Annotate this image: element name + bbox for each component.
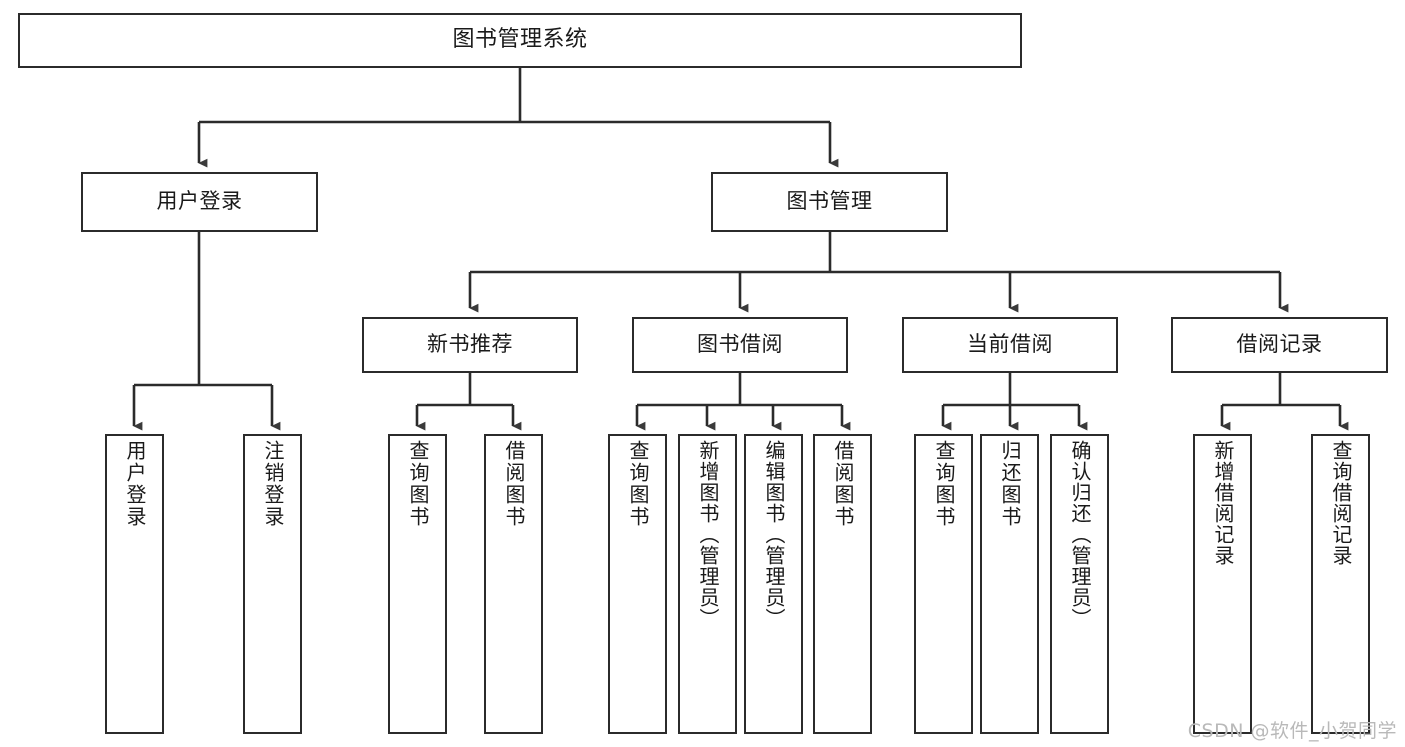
leaf-add-record[interactable]: 新增借阅记录 [1193,434,1252,734]
leaf-borrow-book-1-label: 借阅图书 [502,440,526,528]
node-root-system[interactable]: 图书管理系统 [18,13,1022,68]
leaf-return-book-label: 归还图书 [998,440,1022,528]
leaf-query-book-2-label: 查询图书 [626,440,650,528]
leaf-borrow-book-2[interactable]: 借阅图书 [813,434,872,734]
leaf-user-login-label: 用户登录 [123,440,147,528]
csdn-watermark: CSDN @软件_小贺同学 [1187,720,1397,742]
leaf-edit-book[interactable]: 编辑图书（管理员） [744,434,803,734]
leaf-logout[interactable]: 注销登录 [243,434,302,734]
leaf-confirm-return[interactable]: 确认归还（管理员） [1050,434,1109,734]
leaf-query-book-1-label: 查询图书 [406,440,430,528]
leaf-borrow-book-2-label: 借阅图书 [831,440,855,528]
leaf-query-book-3[interactable]: 查询图书 [914,434,973,734]
node-book-management-label: 图书管理 [786,189,873,214]
node-new-book-recommend-label: 新书推荐 [427,332,513,357]
leaf-query-book-3-label: 查询图书 [932,440,956,528]
node-new-book-recommend[interactable]: 新书推荐 [362,317,578,373]
node-borrow-record-label: 借阅记录 [1236,332,1323,357]
leaf-confirm-return-label: 确认归还（管理员） [1068,440,1092,629]
node-root-system-label: 图书管理系统 [452,27,588,53]
leaf-add-book-label: 新增图书（管理员） [696,440,720,629]
leaf-user-login[interactable]: 用户登录 [105,434,164,734]
leaf-query-book-1[interactable]: 查询图书 [388,434,447,734]
leaf-query-record[interactable]: 查询借阅记录 [1311,434,1370,734]
node-book-management[interactable]: 图书管理 [711,172,948,232]
leaf-add-book[interactable]: 新增图书（管理员） [678,434,737,734]
leaf-query-record-label: 查询借阅记录 [1329,440,1353,566]
node-current-borrow[interactable]: 当前借阅 [902,317,1118,373]
node-book-borrow[interactable]: 图书借阅 [632,317,848,373]
node-book-borrow-label: 图书借阅 [697,332,783,357]
node-user-login-label: 用户登录 [156,189,243,214]
leaf-return-book[interactable]: 归还图书 [980,434,1039,734]
leaf-query-book-2[interactable]: 查询图书 [608,434,667,734]
node-user-login[interactable]: 用户登录 [81,172,318,232]
leaf-borrow-book-1[interactable]: 借阅图书 [484,434,543,734]
node-borrow-record[interactable]: 借阅记录 [1171,317,1388,373]
leaf-add-record-label: 新增借阅记录 [1211,440,1235,566]
leaf-logout-label: 注销登录 [261,440,285,528]
node-current-borrow-label: 当前借阅 [967,332,1053,357]
leaf-edit-book-label: 编辑图书（管理员） [762,440,786,629]
